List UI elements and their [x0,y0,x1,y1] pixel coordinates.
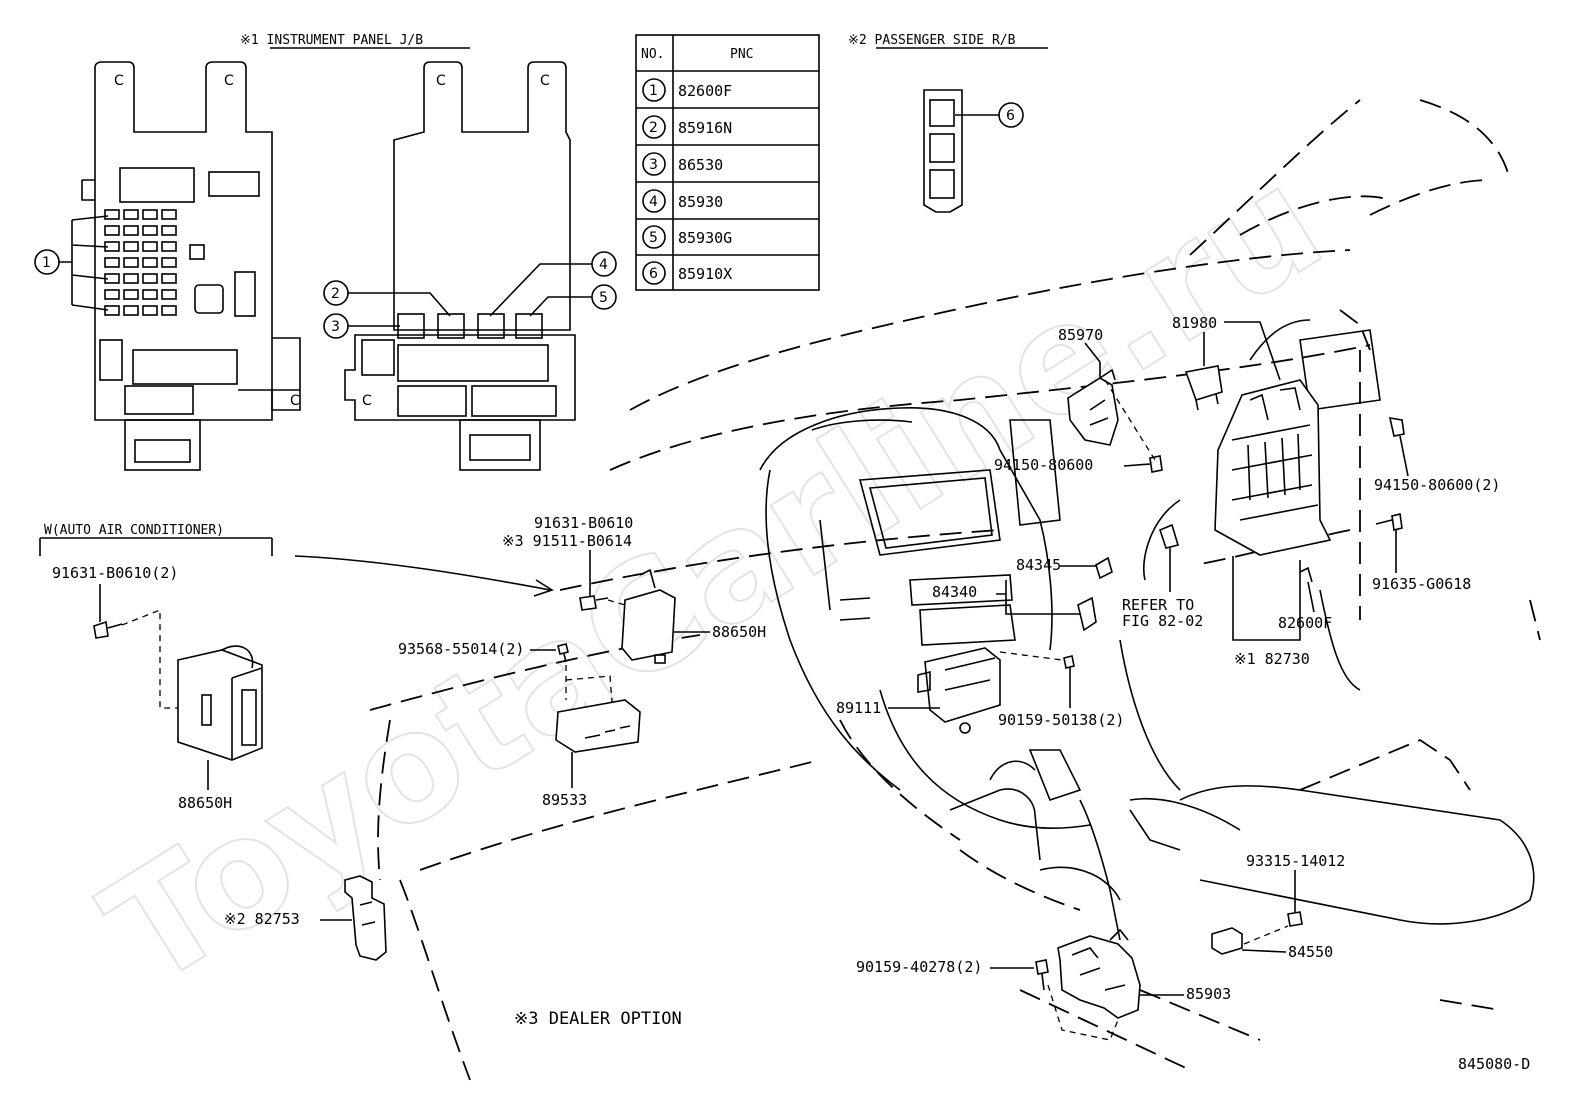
svg-text:C: C [290,393,300,409]
figure-code: 845080-D [1458,1055,1530,1073]
label-91635-g0618: 91635-G0618 [1372,575,1471,593]
refer-to-label: REFER TO [1122,596,1194,614]
svg-text:86530: 86530 [678,156,723,174]
svg-text:C: C [114,73,124,89]
label-82730: ※1 82730 [1234,650,1310,668]
dealer-option-note: ※3 DEALER OPTION [514,1009,682,1029]
label-84345: 84345 [1016,556,1061,574]
svg-text:82600F: 82600F [678,82,732,100]
label-89111: 89111 [836,699,881,717]
table-row: 6 85910X [642,261,732,285]
svg-text:85930: 85930 [678,193,723,211]
svg-text:C: C [224,73,234,89]
label-84340: 84340 [932,583,977,601]
callout-4: 4 [489,251,617,317]
label-88650h-b: 88650H [178,794,232,812]
part-91631-bolt-left [93,620,123,639]
callout-2: 2 [323,280,451,317]
dashboard-outline [369,99,1541,1081]
callout-6: 6 [955,102,1024,128]
svg-text:6: 6 [1006,108,1015,124]
part-82730-junction-block [1214,379,1332,556]
part-94150-80600-clip-pair [1388,417,1405,437]
part-91635-bolt [1375,513,1403,531]
label-81980: 81980 [1172,314,1217,332]
part-88650h-ac-module [177,645,263,761]
heading-auto-air-conditioner: W(AUTO AIR CONDITIONER) [44,523,224,538]
part-89533 [555,699,641,753]
svg-text:3: 3 [331,319,340,335]
label-90159-40278: 90159-40278(2) [856,958,982,976]
table-header-pnc: PNC [730,47,753,62]
part-93568-screw [557,643,569,663]
refer-fig-label: FIG 82-02 [1122,612,1203,630]
label-90159-50138: 90159-50138(2) [998,711,1124,729]
part-85970 [1067,362,1119,446]
svg-text:85930G: 85930G [678,229,732,247]
heading-instrument-panel-jb: ※1 INSTRUMENT PANEL J/B [240,33,423,48]
table-header-no: NO. [641,47,664,62]
svg-text:C: C [540,73,550,89]
svg-text:3: 3 [649,157,658,173]
svg-text:5: 5 [649,230,658,246]
svg-text:85916N: 85916N [678,119,732,137]
table-row: 4 85930 [642,189,723,213]
part-84345 [1077,556,1113,632]
part-90159-bolt [1035,959,1049,991]
label-84550: 84550 [1288,943,1333,961]
svg-text:1: 1 [42,255,51,271]
instrument-panel-jb-back: C C C [344,61,576,471]
label-88650h-a: 88650H [712,623,766,641]
svg-text:5: 5 [599,290,608,306]
svg-text:C: C [436,73,446,89]
callout-3: 3 [323,313,400,339]
svg-text:4: 4 [599,257,608,273]
part-91631-bolt [579,595,609,611]
table-row: 2 85916N [642,115,732,139]
center-console [759,319,1535,941]
label-94150-80600-2: 94150-80600(2) [1374,476,1500,494]
label-82600f: 82600F [1278,614,1332,632]
label-91631-b0610-2: 91631-B0610(2) [52,564,178,582]
table-row: 3 86530 [642,152,723,176]
svg-text:2: 2 [331,286,340,302]
part-85903 [1057,928,1141,1019]
label-85970: 85970 [1058,326,1103,344]
label-93315-14012: 93315-14012 [1246,852,1345,870]
label-94150-80600: 94150-80600 [994,456,1093,474]
part-93315-screw [1287,911,1303,927]
svg-text:4: 4 [649,194,658,210]
label-85903: 85903 [1186,985,1231,1003]
passenger-side-rb [923,89,963,213]
svg-text:2: 2 [649,120,658,136]
part-81980 [1184,365,1223,411]
label-93568-55014: 93568-55014(2) [398,640,524,658]
label-82753: ※2 82753 [224,910,300,928]
callout-5: 5 [529,284,617,317]
part-84550 [1211,927,1243,955]
label-91631-b0610: 91631-B0610 [534,514,633,532]
pnc-table: NO. PNC 1 82600F 2 85916N 3 86530 4 8593… [635,34,820,291]
svg-text:6: 6 [649,266,658,282]
heading-passenger-side-rb: ※2 PASSENGER SIDE R/B [848,33,1016,48]
part-88650h-module [621,568,676,664]
svg-text:C: C [362,393,372,409]
callout-1: 1 [34,215,109,311]
part-89111 [917,647,1001,734]
instrument-panel-jb-front: C C C [81,61,301,471]
svg-text:1: 1 [649,83,658,99]
part-94150-80600-clip [1149,455,1163,473]
svg-text:85910X: 85910X [678,265,732,283]
label-91511-b0614: ※3 91511-B0614 [502,532,632,550]
part-82753-relay-block [344,875,387,961]
fuse-row [104,209,177,316]
table-row: 1 82600F [642,78,732,102]
label-89533: 89533 [542,791,587,809]
part-90159-50138-bolt [1063,655,1075,669]
table-row: 5 85930G [642,225,732,249]
